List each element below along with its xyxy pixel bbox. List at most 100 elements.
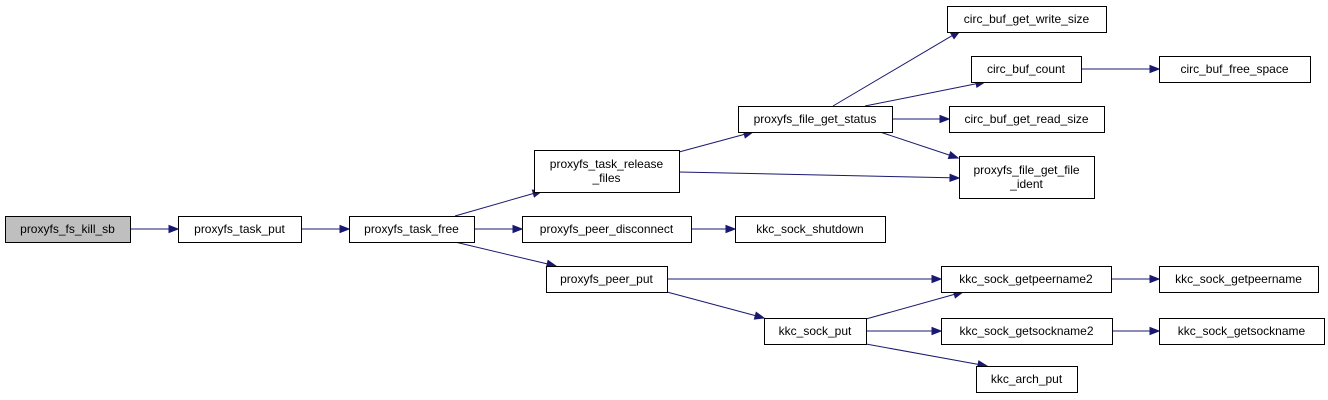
edge-task_free-to-peer_put	[454, 241, 558, 268]
node-label: kkc_sock_getpeername	[1175, 272, 1302, 286]
node-task_put[interactable]: proxyfs_task_put	[178, 216, 302, 243]
node-task_free[interactable]: proxyfs_task_free	[349, 216, 475, 243]
arrowhead	[931, 274, 943, 284]
edge-file_get_status-to-buf_count	[864, 79, 987, 107]
edge-task_free-to-peer_disconnect	[474, 224, 524, 234]
edge-file_get_status-to-file_ident	[879, 131, 960, 160]
node-label: kkc_sock_getpeername2	[959, 272, 1093, 286]
node-box[interactable]	[941, 266, 1112, 293]
node-file_ident[interactable]: proxyfs_file_get_file_ident	[959, 156, 1095, 199]
node-box[interactable]	[1159, 56, 1311, 83]
node-free_space[interactable]: circ_buf_free_space	[1159, 56, 1311, 83]
node-label: kkc_sock_shutdown	[756, 222, 863, 236]
node-box[interactable]	[349, 216, 475, 243]
node-box[interactable]	[764, 318, 867, 345]
node-get_write_size[interactable]: circ_buf_get_write_size	[947, 6, 1107, 33]
node-box[interactable]	[1159, 318, 1325, 345]
node-buf_count[interactable]: circ_buf_count	[971, 56, 1082, 83]
node-get_read_size[interactable]: circ_buf_get_read_size	[949, 106, 1105, 133]
node-box[interactable]	[949, 106, 1105, 133]
node-label: proxyfs_peer_disconnect	[540, 222, 674, 236]
node-label: proxyfs_file_get_status	[754, 112, 877, 126]
node-label: proxyfs_peer_put	[560, 272, 653, 286]
node-box[interactable]	[959, 156, 1095, 199]
edge-buf_count-to-free_space	[1081, 64, 1161, 74]
edge-task_release_files-to-file_get_status	[678, 130, 755, 153]
node-kill_sb[interactable]: proxyfs_fs_kill_sb	[5, 216, 131, 243]
edge-getsockname2-to-getsockname	[1112, 326, 1161, 336]
edge-file_get_status-to-get_read_size	[892, 114, 951, 124]
arrowhead	[339, 224, 351, 234]
edge-sock_put-to-getsockname2	[866, 326, 943, 336]
edge-line	[864, 83, 977, 107]
edge-file_get_status-to-get_write_size	[832, 30, 962, 107]
node-label: kkc_sock_getsockname2	[959, 324, 1093, 338]
arrowhead	[753, 311, 766, 320]
arrowhead	[512, 224, 524, 234]
edge-sock_put-to-getpeername2	[865, 290, 965, 320]
edge-line	[454, 193, 534, 217]
node-label: proxyfs_file_get_file	[973, 163, 1079, 177]
node-label: proxyfs_fs_kill_sb	[20, 222, 115, 236]
node-box[interactable]	[1159, 266, 1319, 293]
node-box[interactable]	[178, 216, 302, 243]
arrowhead	[939, 114, 951, 124]
node-label: _files	[591, 171, 620, 185]
node-label: kkc_sock_put	[779, 324, 852, 338]
arrowhead	[725, 224, 737, 234]
edge-line	[865, 343, 979, 365]
node-box[interactable]	[971, 56, 1082, 83]
edge-line	[865, 293, 955, 320]
edge-line	[879, 131, 950, 156]
node-box[interactable]	[947, 6, 1107, 33]
arrowhead	[1149, 326, 1161, 336]
node-label: circ_buf_free_space	[1180, 62, 1288, 76]
node-peer_put[interactable]: proxyfs_peer_put	[546, 266, 668, 293]
node-getpeername[interactable]: kkc_sock_getpeername	[1159, 266, 1319, 293]
edge-task_put-to-task_free	[301, 224, 351, 234]
node-getpeername2[interactable]: kkc_sock_getpeername2	[941, 266, 1112, 293]
node-box[interactable]	[976, 366, 1078, 393]
node-label: proxyfs_task_release	[550, 157, 664, 171]
edge-peer_put-to-sock_put	[666, 291, 766, 320]
arrowhead	[1149, 274, 1161, 284]
node-box[interactable]	[941, 318, 1113, 345]
arrowhead	[947, 150, 960, 160]
node-label: _ident	[1009, 177, 1043, 191]
node-getsockname[interactable]: kkc_sock_getsockname	[1159, 318, 1325, 345]
node-box[interactable]	[738, 106, 893, 133]
edge-line	[678, 171, 951, 179]
arrowhead	[931, 326, 943, 336]
node-box[interactable]	[5, 216, 131, 243]
node-box[interactable]	[522, 216, 692, 243]
node-box[interactable]	[546, 266, 668, 293]
node-sock_shutdown[interactable]: kkc_sock_shutdown	[735, 216, 886, 243]
node-arch_put[interactable]: kkc_arch_put	[976, 366, 1078, 393]
node-label: proxyfs_task_free	[364, 222, 459, 236]
node-file_get_status[interactable]: proxyfs_file_get_status	[738, 106, 893, 133]
edges	[130, 30, 1161, 369]
node-box[interactable]	[534, 150, 680, 193]
node-box[interactable]	[735, 216, 886, 243]
edge-peer_disconnect-to-sock_shutdown	[691, 224, 737, 234]
edge-task_free-to-task_release_files	[454, 189, 544, 217]
node-sock_put[interactable]: kkc_sock_put	[764, 318, 867, 345]
edge-line	[678, 133, 745, 153]
edge-peer_put-to-getpeername2	[667, 274, 943, 284]
node-peer_disconnect[interactable]: proxyfs_peer_disconnect	[522, 216, 692, 243]
arrowhead	[949, 173, 961, 183]
node-label: proxyfs_task_put	[194, 222, 285, 236]
node-label: circ_buf_count	[987, 62, 1066, 76]
edge-line	[666, 291, 756, 317]
node-getsockname2[interactable]: kkc_sock_getsockname2	[941, 318, 1113, 345]
edge-line	[832, 35, 953, 107]
edge-task_release_files-to-file_ident	[678, 171, 961, 183]
arrowhead	[168, 224, 180, 234]
edge-getpeername2-to-getpeername	[1111, 274, 1161, 284]
edge-line	[454, 241, 548, 265]
node-label: circ_buf_get_read_size	[964, 112, 1088, 126]
node-label: circ_buf_get_write_size	[964, 12, 1090, 26]
node-task_release_files[interactable]: proxyfs_task_release_files	[534, 150, 680, 193]
